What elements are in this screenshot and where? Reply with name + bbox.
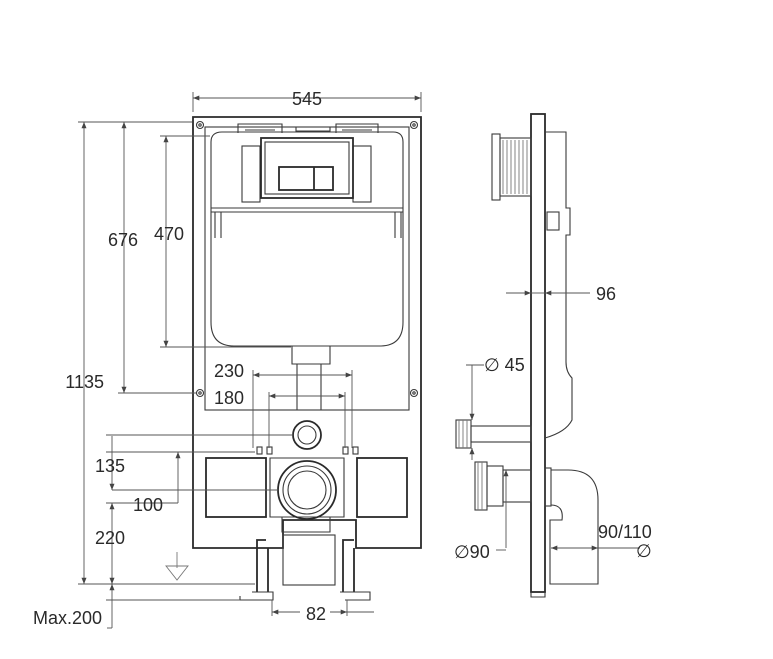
dim-floor-max: Max.200 (33, 608, 102, 628)
dim-depth: 96 (596, 284, 616, 304)
side-dimensions (466, 290, 640, 551)
dim-width-frame: 545 (292, 89, 322, 109)
outlet-pipe-icon (277, 460, 337, 520)
dim-height-cistern-total: 676 (108, 230, 138, 250)
front-dimensions (78, 92, 422, 629)
side-view (455, 113, 599, 598)
dim-inlet-height: 135 (95, 456, 125, 476)
flush-button-icon (278, 166, 334, 191)
drain-bend-icon (544, 467, 599, 585)
dim-drain-diameter: 90/110 (598, 522, 652, 542)
mounting-screw-icons (195, 120, 419, 398)
dim-bolt-spacing-inner: 180 (214, 388, 244, 408)
outlet-connection-icon (474, 461, 532, 511)
flush-plate-side-icon (491, 133, 532, 201)
dim-foot-width: 82 (306, 604, 326, 624)
dim-outlet-diameter: ∅90 (454, 542, 490, 562)
dim-outlet-offset: 100 (133, 495, 163, 515)
inlet-pipe-icon (455, 419, 532, 449)
floor-level-icon (165, 552, 189, 581)
front-view (165, 116, 422, 601)
dim-height-total: 1135 (65, 372, 104, 392)
dim-height-cistern: 470 (154, 224, 184, 244)
dim-inlet-diameter: ∅ 45 (484, 355, 525, 375)
dim-outlet-height: 220 (95, 528, 125, 548)
dim-drain-diameter-symbol: ∅ (636, 541, 652, 561)
bolt-hole-icons (256, 446, 359, 455)
dim-bolt-spacing-outer: 230 (214, 361, 244, 381)
